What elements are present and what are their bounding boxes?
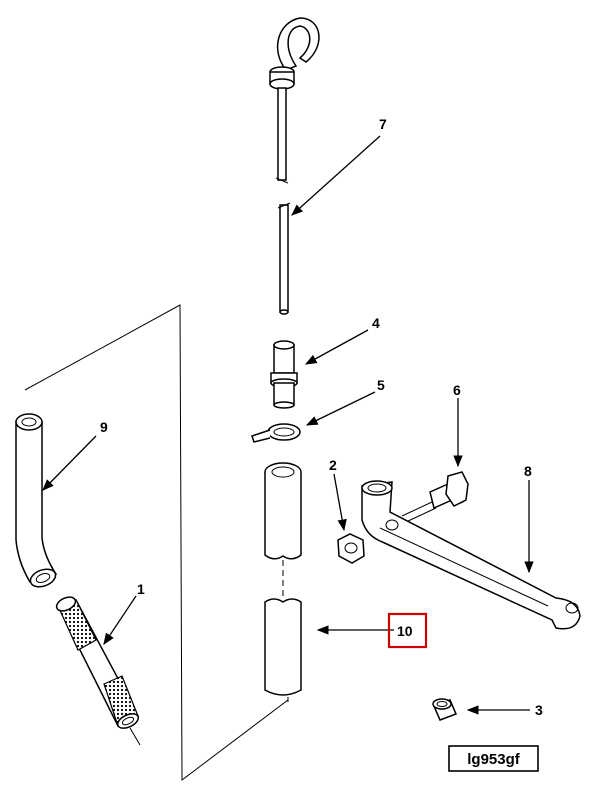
sleeve-part-4 bbox=[270, 340, 298, 409]
assembly-bracket-outline bbox=[24, 304, 289, 782]
knurled-tube-part-1 bbox=[55, 596, 141, 746]
callout-9: 9 bbox=[100, 419, 108, 435]
bracket-part-8 bbox=[361, 480, 581, 630]
hex-nut-part-2 bbox=[337, 533, 365, 564]
flange-bolt-part-6 bbox=[401, 471, 469, 523]
callout-6: 6 bbox=[453, 382, 461, 398]
callout-4: 4 bbox=[372, 315, 380, 331]
dipstick-part-7 bbox=[269, 17, 320, 315]
clamp-ring-part-5 bbox=[251, 423, 301, 443]
callout-3: 3 bbox=[535, 702, 543, 718]
leader-7 bbox=[291, 135, 381, 216]
leader-5 bbox=[305, 391, 376, 426]
callout-2: 2 bbox=[329, 457, 337, 473]
figure-reference-label: lg953gf bbox=[467, 751, 521, 768]
callout-8: 8 bbox=[524, 463, 532, 479]
figure-reference-box: lg953gf bbox=[448, 745, 539, 772]
tube-part-10 bbox=[264, 462, 302, 702]
callout-7: 7 bbox=[379, 116, 387, 132]
callout-labels: 7 4 5 6 2 8 9 1 3 10 bbox=[100, 116, 543, 718]
leader-2 bbox=[333, 473, 347, 532]
leader-1 bbox=[103, 595, 137, 645]
leader-9 bbox=[42, 435, 97, 491]
callout-5: 5 bbox=[377, 377, 385, 393]
leader-lines bbox=[42, 135, 534, 715]
callout-1: 1 bbox=[137, 581, 145, 597]
leader-4 bbox=[304, 329, 369, 365]
ferrule-part-3 bbox=[432, 698, 457, 721]
callout-10: 10 bbox=[397, 623, 413, 639]
callout-10-highlight-box[interactable] bbox=[387, 612, 428, 649]
hose-part-9 bbox=[15, 413, 58, 588]
